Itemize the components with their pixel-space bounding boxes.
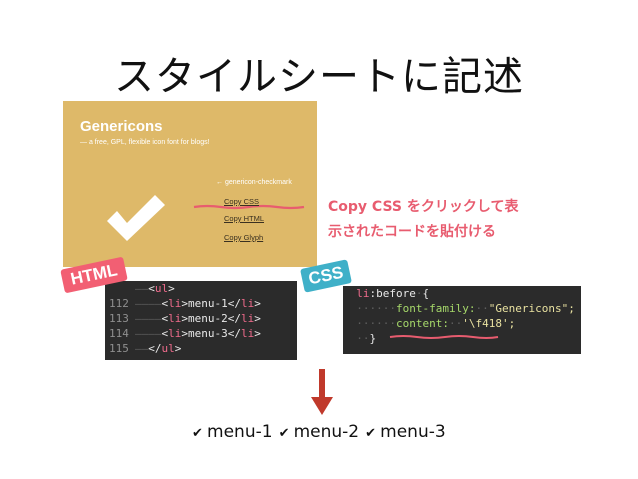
tag-name: li (241, 327, 255, 340)
tag-name: ul (161, 342, 175, 355)
copy-glyph-link[interactable]: Copy Glyph (224, 233, 264, 242)
highlight-underline (193, 204, 305, 210)
genericons-title: Genericons (80, 118, 163, 135)
tag-bracket: > (254, 327, 261, 340)
css-selector: li (356, 287, 370, 300)
result-menu-label: menu-2 (293, 422, 360, 442)
result-menu-label: menu-1 (207, 422, 273, 442)
line-number: 114 (109, 327, 129, 340)
css-code-panel: li:before·{ ······font-family:··"Generic… (343, 286, 581, 354)
result-menu-item: ✔ menu-1 (192, 422, 273, 442)
tag-bracket: > (181, 312, 188, 325)
result-menu-item: ✔ menu-2 (279, 422, 360, 442)
html-code-line: 112————<li>menu-1</li> (105, 296, 297, 311)
list-item-text: menu-1 (188, 297, 228, 310)
css-property: font-family: (395, 302, 476, 315)
indent-guide: ———— (135, 312, 162, 325)
tag-bracket: < (161, 297, 169, 310)
indent-guide: ———— (135, 327, 162, 340)
css-code-line: ··} (343, 332, 377, 345)
tag-name: li (168, 327, 182, 340)
list-item-text: menu-2 (188, 312, 228, 325)
html-code-panel: ——<ul>112————<li>menu-1</li>113————<li>m… (105, 281, 297, 360)
tag-bracket: > (254, 312, 261, 325)
tag-bracket: < (148, 282, 155, 295)
css-value: "Genericons"; (488, 302, 575, 315)
code-highlight-underline (389, 335, 499, 339)
line-number: 113 (109, 312, 129, 325)
genericons-panel: Genericons — a free, GPL, flexible icon … (63, 101, 317, 267)
tag-name: ul (154, 282, 169, 295)
indent-guide: ———— (135, 297, 162, 310)
tag-bracket: < (161, 312, 169, 325)
tag-name: li (168, 297, 182, 310)
css-brace-open: { (422, 287, 430, 300)
copy-css-link[interactable]: Copy CSS (224, 197, 260, 206)
genericons-tagline: — a free, GPL, flexible icon font for bl… (80, 139, 210, 146)
css-code-line: ······content:··'\f418'; (343, 317, 516, 330)
tag-bracket: < (161, 327, 169, 340)
result-menu-item: ✔ menu-3 (365, 422, 446, 442)
checkmark-icon: ✔ (278, 426, 294, 441)
list-item-text: menu-3 (188, 327, 228, 340)
tag-bracket: > (181, 327, 188, 340)
result-menu-label: menu-3 (380, 422, 446, 442)
css-code-line: li:before·{ (356, 287, 430, 300)
copy-html-link[interactable]: Copy HTML (224, 214, 265, 223)
css-pseudo: :before (369, 287, 416, 300)
indent-guide: —— (135, 282, 149, 295)
css-brace-close: } (369, 332, 377, 345)
result-menu: ✔ menu-1✔ menu-2✔ menu-3 (192, 422, 452, 442)
instruction-note-line2: 示されたコードを貼付ける (328, 224, 496, 240)
checkmark-icon: ✔ (365, 426, 381, 441)
tag-name: li (241, 312, 255, 325)
html-code-line: 113————<li>menu-2</li> (105, 311, 297, 326)
html-code-lines: ——<ul>112————<li>menu-1</li>113————<li>m… (105, 281, 297, 356)
html-code-line: 115 ——</ul> (105, 341, 297, 356)
tag-name: li (241, 297, 255, 310)
arrow-down-icon (311, 369, 333, 415)
instruction-note-line1: Copy CSS をクリックして表 (328, 199, 519, 215)
line-number: 112 (109, 297, 129, 310)
line-number: 115 (109, 342, 129, 355)
tag-bracket: </ (227, 297, 241, 310)
tag-bracket: > (168, 282, 175, 295)
slide-title: スタイルシートに記述 (114, 54, 524, 100)
tag-bracket: </ (148, 342, 162, 355)
tag-bracket: > (181, 297, 188, 310)
tag-bracket: > (254, 297, 261, 310)
html-code-line: 114————<li>menu-3</li> (105, 326, 297, 341)
checkmark-icon (107, 195, 165, 241)
indent-guide: —— (135, 342, 149, 355)
tag-bracket: </ (227, 327, 241, 340)
tag-bracket: </ (227, 312, 241, 325)
back-link[interactable]: ← genericon-checkmark (216, 179, 292, 186)
css-value: '\f418'; (462, 317, 516, 330)
html-code-line: ——<ul> (105, 281, 297, 296)
css-code-line: ······font-family:··"Genericons"; (343, 302, 575, 315)
tag-name: li (168, 312, 182, 325)
checkmark-icon: ✔ (192, 426, 208, 441)
tag-bracket: > (174, 342, 182, 355)
css-property: content: (395, 317, 449, 330)
